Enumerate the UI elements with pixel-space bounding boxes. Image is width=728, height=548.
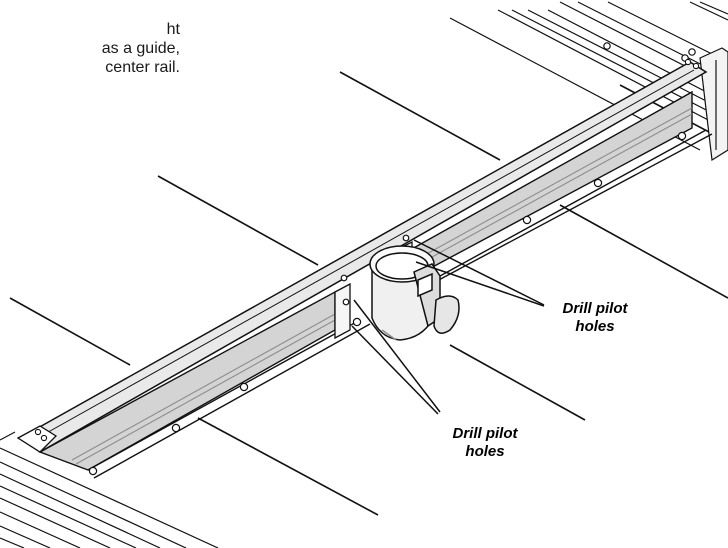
rail-end-block-left xyxy=(16,425,58,453)
end-block-screws xyxy=(34,58,700,442)
bottom-left-frame xyxy=(0,431,219,548)
seam-line xyxy=(157,175,319,266)
callout-line-2: holes xyxy=(465,443,505,460)
seam-line xyxy=(9,297,131,366)
callout-line-1: Drill pilot xyxy=(452,425,518,442)
callout-line-1: Drill pilot xyxy=(562,300,628,317)
rail-web-left xyxy=(38,290,336,471)
callout-drill-pilot-holes-bottom: Drill pilot holes xyxy=(425,425,545,461)
seam-line xyxy=(559,204,728,299)
pole-clamp xyxy=(369,245,460,341)
callout-drill-pilot-holes-right: Drill pilot holes xyxy=(540,300,650,336)
rail-grooves xyxy=(71,107,693,465)
instruction-text: ht as a guide, center rail. xyxy=(0,20,180,77)
bracket-plate-left xyxy=(334,282,351,340)
seam-line xyxy=(449,344,586,421)
seam-line xyxy=(339,71,501,161)
instruction-line-2: as a guide, xyxy=(101,40,180,57)
instruction-line-3: center rail. xyxy=(105,59,180,76)
rail-flange xyxy=(87,129,713,479)
instruction-line-1: ht xyxy=(166,21,180,38)
leader-lines xyxy=(351,239,545,415)
rail-screws xyxy=(88,131,687,476)
seam-line xyxy=(197,417,379,516)
callout-line-2: holes xyxy=(575,318,615,335)
